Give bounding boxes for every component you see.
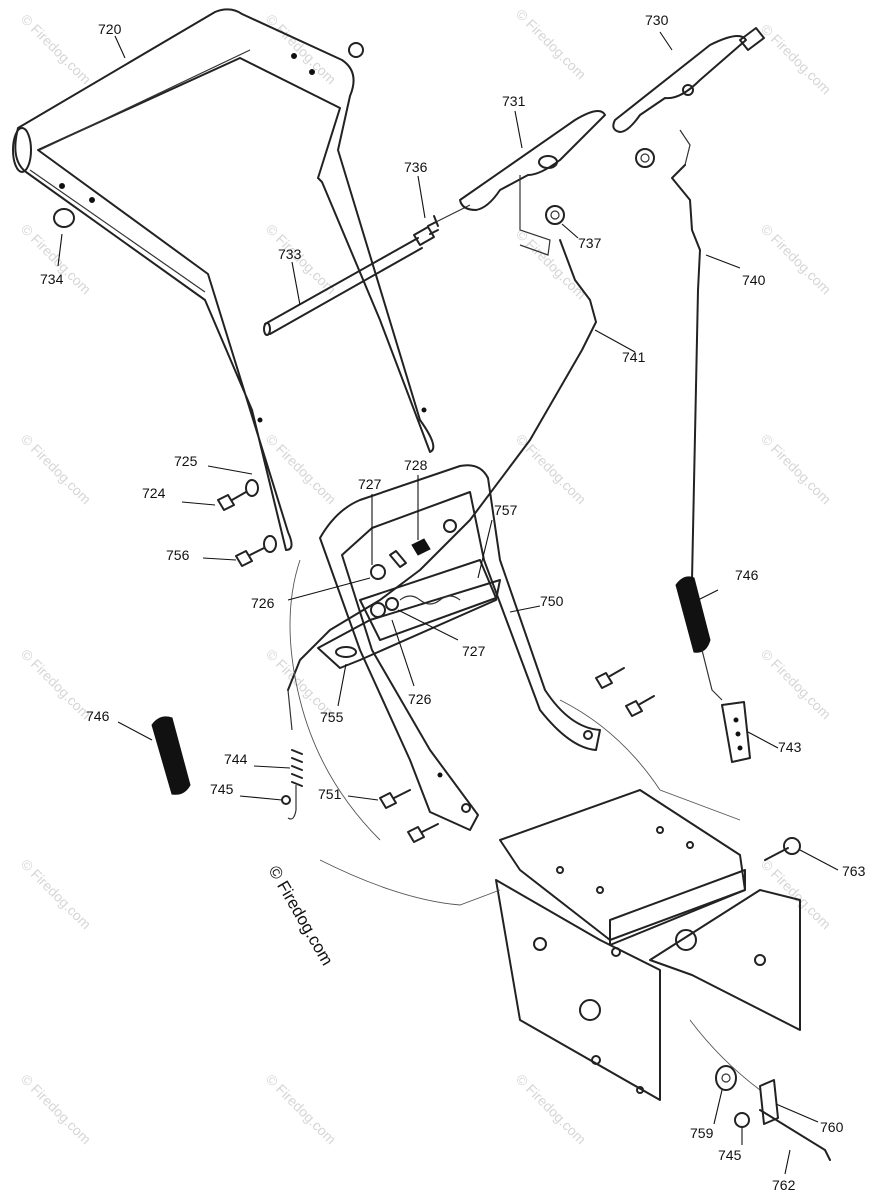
watermark: © Firedog.com	[18, 856, 94, 932]
nut-737	[545, 205, 565, 225]
callout-725: 725	[174, 453, 198, 469]
callout-733: 733	[278, 246, 302, 262]
rod-762	[759, 1109, 831, 1161]
bolt-763	[764, 837, 801, 861]
watermark: © Firedog.com	[513, 431, 589, 507]
watermark: © Firedog.com	[18, 1071, 94, 1147]
watermark: © Firedog.com	[18, 646, 94, 722]
watermark: © Firedog.com	[758, 431, 834, 507]
watermark: © Firedog.com	[758, 856, 834, 932]
watermark: © Firedog.com	[18, 431, 94, 507]
callout-763: 763	[842, 863, 866, 879]
callout-745: 745	[210, 781, 234, 797]
lever-731	[459, 110, 606, 256]
callout-759: 759	[690, 1125, 714, 1141]
link-743	[721, 701, 751, 763]
callout-760: 760	[820, 1119, 844, 1135]
callout-724: 724	[142, 485, 166, 501]
frame-bracket	[495, 789, 801, 1101]
callout-734: 734	[40, 271, 64, 287]
callout-727: 727	[358, 476, 382, 492]
watermark: © Firedog.com	[758, 646, 834, 722]
spring-744	[281, 689, 303, 820]
nut-745-lower	[734, 1112, 750, 1128]
callout-726: 726	[251, 595, 275, 611]
callout-746-left: 746	[86, 708, 110, 724]
callout-757: 757	[494, 502, 518, 518]
grip-746-right	[675, 576, 723, 701]
callout-728: 728	[404, 457, 428, 473]
lever-730	[612, 27, 765, 166]
callout-744: 744	[224, 751, 248, 767]
callout-755: 755	[320, 709, 344, 725]
shaft-733	[263, 237, 423, 336]
callout-756: 756	[166, 547, 190, 563]
callout-743: 743	[778, 739, 802, 755]
spring-728	[411, 538, 431, 556]
rod-740	[671, 164, 701, 581]
watermarks: © Firedog.com © Firedog.com © Firedog.co…	[18, 6, 834, 1147]
bolt-751	[379, 667, 655, 843]
callout-720: 720	[98, 21, 122, 37]
callout-746-right: 746	[735, 567, 759, 583]
nut-upper-right	[635, 148, 655, 168]
upper-handle	[12, 8, 435, 551]
grip-746-left	[151, 716, 191, 795]
callout-737: 737	[578, 235, 602, 251]
rod-741	[287, 239, 597, 691]
ghost-outlines	[289, 559, 761, 1091]
callout-745-lower: 745	[718, 1147, 742, 1163]
callout-726-lower: 726	[408, 691, 432, 707]
watermark: © Firedog.com	[263, 1071, 339, 1147]
bushing-759	[715, 1065, 737, 1091]
lower-handle	[319, 464, 601, 831]
watermark: © Firedog.com	[758, 221, 834, 297]
watermark: © Firedog.com	[513, 1071, 589, 1147]
fitting-736	[413, 204, 471, 246]
callout-762: 762	[772, 1177, 796, 1193]
knob-734	[53, 208, 75, 228]
leader-lines	[57, 31, 839, 1175]
bolt-756	[235, 535, 277, 567]
watermark: © Firedog.com	[513, 6, 589, 82]
plate-757	[359, 559, 497, 641]
copyright-text: © Firedog.com	[265, 863, 337, 969]
callout-730: 730	[645, 12, 669, 28]
watermark: © Firedog.com	[758, 21, 834, 97]
spring-727	[389, 550, 407, 568]
callout-740: 740	[742, 272, 766, 288]
watermark: © Firedog.com	[18, 11, 94, 87]
bracket-760	[759, 1079, 779, 1125]
nut-top	[348, 42, 364, 58]
callout-741: 741	[622, 349, 646, 365]
callout-750: 750	[540, 593, 564, 609]
callout-731: 731	[502, 93, 526, 109]
callout-727-lower: 727	[462, 643, 486, 659]
callout-751: 751	[318, 786, 342, 802]
washers-726	[370, 519, 457, 618]
bolt-724	[217, 479, 259, 511]
watermark: © Firedog.com	[263, 431, 339, 507]
callout-736: 736	[404, 159, 428, 175]
callout-labels: 720 730 731 736 733 734 737 740 741 725 …	[40, 12, 866, 1193]
